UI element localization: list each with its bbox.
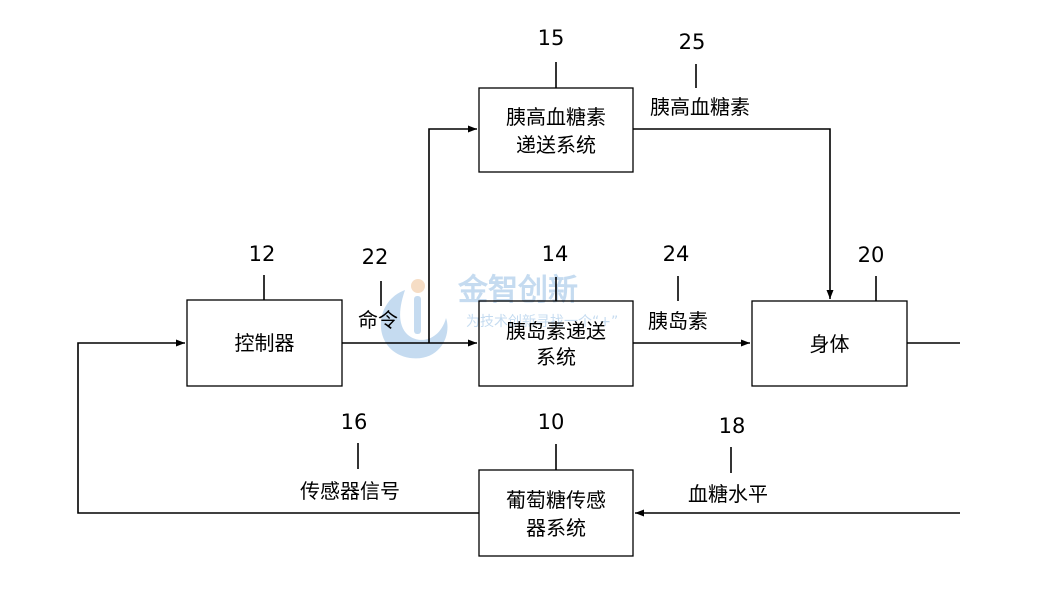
ref-command: 22 [362, 245, 389, 269]
glucose-sensor-label-line1: 葡萄糖传感 [506, 488, 606, 512]
controller-box: 控制器 [186, 299, 343, 387]
label-command: 命令 [358, 308, 398, 332]
label-sensor-signal: 传感器信号 [300, 479, 400, 503]
insulin-delivery-label-line2: 系统 [536, 345, 576, 369]
ref-insulin: 24 [663, 242, 690, 266]
glucose-sensor-box: 葡萄糖传感 器系统 [478, 469, 634, 557]
label-glucagon: 胰高血糖素 [650, 95, 750, 119]
body-label: 身体 [810, 332, 850, 356]
sensor-feedback-arrow [77, 339, 479, 514]
ref-sensor-signal: 16 [341, 410, 368, 434]
glucagon-to-body-arrow [633, 128, 834, 299]
glucose-sensor-label-line2: 器系统 [526, 516, 586, 540]
glucagon-command-arrow [428, 125, 477, 343]
ref-glucose-sensor: 10 [538, 410, 565, 434]
arrow-labels: 命令 胰高血糖素 胰岛素 传感器信号 血糖水平 [300, 95, 768, 506]
watermark: 金智创新 为技术创新寻找一个“+” [380, 273, 618, 359]
watermark-title: 金智创新 [457, 273, 578, 308]
ref-glucagon-delivery: 15 [538, 26, 565, 50]
insulin-delivery-label-line1: 胰岛素递送 [506, 319, 606, 343]
insulin-delivery-box: 胰岛素递送 系统 [478, 300, 634, 387]
reference-numbers: 12 22 15 25 14 24 20 16 10 18 [249, 26, 885, 438]
body-box: 身体 [751, 300, 908, 387]
ref-blood-glucose: 18 [719, 414, 746, 438]
ref-body: 20 [858, 243, 885, 267]
connections [77, 125, 960, 517]
glucagon-delivery-label-line2: 递送系统 [516, 133, 596, 157]
label-insulin: 胰岛素 [648, 309, 708, 333]
leader-lines [263, 62, 877, 473]
glucagon-delivery-label-line1: 胰高血糖素 [506, 105, 606, 129]
glucagon-delivery-box: 胰高血糖素 递送系统 [478, 87, 634, 173]
ref-glucagon: 25 [679, 30, 706, 54]
label-blood-glucose: 血糖水平 [688, 482, 768, 506]
controller-label: 控制器 [235, 331, 295, 355]
watermark-subtitle: 为技术创新寻找一个“+” [466, 314, 618, 330]
watermark-logo-icon [380, 279, 448, 359]
ref-insulin-delivery: 14 [542, 242, 569, 266]
ref-controller: 12 [249, 242, 276, 266]
